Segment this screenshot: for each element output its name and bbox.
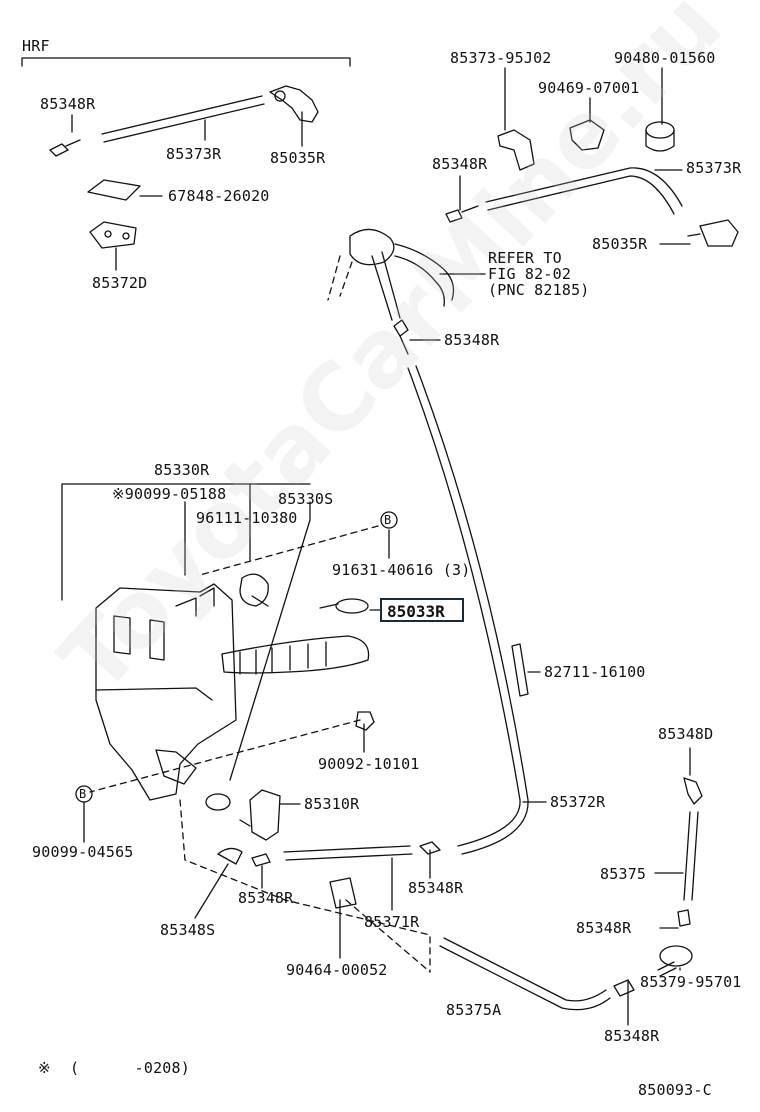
label-circle-b-lower: B (79, 787, 87, 801)
label-85372d: 85372D (92, 274, 148, 292)
hrf-bracket (21, 57, 351, 67)
connector-85348r-b (445, 205, 479, 223)
label-85035r-a: 85035R (270, 149, 326, 167)
label-85371r: 85371R (364, 913, 420, 931)
label-91631: 91631-40616 (3) (332, 561, 471, 579)
label-85330s: 85330S (278, 490, 334, 508)
clip-85035r-a (269, 85, 319, 123)
connector-85348r-g (613, 979, 635, 997)
label-85348r-d: 85348R (576, 919, 632, 937)
clip-90469 (569, 119, 605, 151)
leader-85330s (229, 501, 311, 781)
motor-85310r (239, 789, 281, 841)
label-85035r-b: 85035R (592, 235, 648, 253)
label-85373r-a: 85373R (166, 145, 222, 163)
pad-67848 (87, 179, 141, 201)
circle-b-upper (380, 511, 398, 529)
label-85310r: 85310R (304, 795, 360, 813)
header-hrf: HRF (22, 37, 50, 55)
nut-90092 (355, 711, 375, 731)
connector-85348r-e (251, 853, 271, 867)
connector-85348r-d (677, 909, 691, 927)
cap-85033r (319, 598, 369, 614)
hose-85373r-b (485, 167, 683, 215)
refer-line-1: REFER TO (488, 249, 562, 267)
label-85372r: 85372R (550, 793, 606, 811)
figure-code: 850093-C (638, 1081, 712, 1099)
bracket-85330r (61, 483, 311, 601)
label-90464: 90464-00052 (286, 961, 388, 979)
label-85330r: 85330R (154, 461, 210, 479)
label-90480: 90480-01560 (614, 49, 716, 67)
refer-line-2: FIG 82-02 (488, 265, 572, 283)
connector-85348r-a (49, 139, 81, 157)
clamp-82711 (511, 643, 529, 697)
bracket-85372d (89, 221, 137, 249)
hose-85375 (683, 811, 699, 901)
label-85375: 85375 (600, 865, 647, 883)
label-circle-b-upper: B (384, 513, 392, 527)
leader-85348s (194, 863, 229, 919)
label-8537395: 85373-95J02 (450, 49, 552, 67)
footnote-mark: ※ (38, 1059, 51, 1077)
dash-b-lower (89, 719, 361, 793)
label-96111: 96111-10380 (196, 509, 298, 527)
label-85379: 85379-95701 (640, 973, 742, 991)
refer-line-3: (PNC 82185) (488, 281, 590, 299)
label-85375a: 85375A (446, 1001, 502, 1019)
label-85348r-a: 85348R (40, 95, 96, 113)
label-90099-04565: 90099-04565 (32, 843, 134, 861)
dash-lower-b (345, 899, 431, 973)
label-85348r-b: 85348R (432, 155, 488, 173)
footnote-text: ( -0208) (70, 1059, 190, 1077)
tank-85330 (95, 583, 237, 801)
label-90099-05188: ※90099-05188 (112, 485, 227, 503)
highlight-box: 85033R (380, 598, 464, 622)
dash-b-upper (199, 525, 379, 576)
label-85348r-c: 85348R (444, 331, 500, 349)
hose-85373r-a (101, 95, 265, 143)
label-82711: 82711-16100 (544, 663, 646, 681)
hose-85372r (407, 365, 529, 855)
grommet-90480 (645, 121, 675, 152)
clamp-8537395 (497, 129, 535, 171)
grommet-85330s (205, 793, 231, 811)
clip-85348s (217, 847, 243, 865)
hose-85375a (439, 937, 611, 1011)
hose-85371r (283, 845, 413, 861)
label-85348r-g: 85348R (604, 1027, 660, 1045)
connector-85348r-f (419, 841, 441, 855)
dash-lower-a (179, 799, 431, 973)
connector-85348r-c (393, 319, 409, 355)
circle-b-lower (75, 785, 93, 803)
nozzle-85379 (657, 945, 693, 977)
label-85373r-b: 85373R (686, 159, 742, 177)
label-85348s: 85348S (160, 921, 216, 939)
inlet-85330s (221, 635, 370, 675)
connector-85348d (683, 777, 703, 805)
label-90469: 90469-07001 (538, 79, 640, 97)
clip-90464 (329, 877, 357, 909)
label-90092: 90092-10101 (318, 755, 420, 773)
label-85348r-e: 85348R (238, 889, 294, 907)
highlight-part-label: 85033R (387, 602, 445, 621)
clip-96111 (239, 573, 269, 607)
label-85348r-f: 85348R (408, 879, 464, 897)
nozzle-85035r-b (687, 219, 739, 247)
hose-assembly-refer (327, 228, 455, 321)
label-67848: 67848-26020 (168, 187, 270, 205)
label-85348d: 85348D (658, 725, 714, 743)
